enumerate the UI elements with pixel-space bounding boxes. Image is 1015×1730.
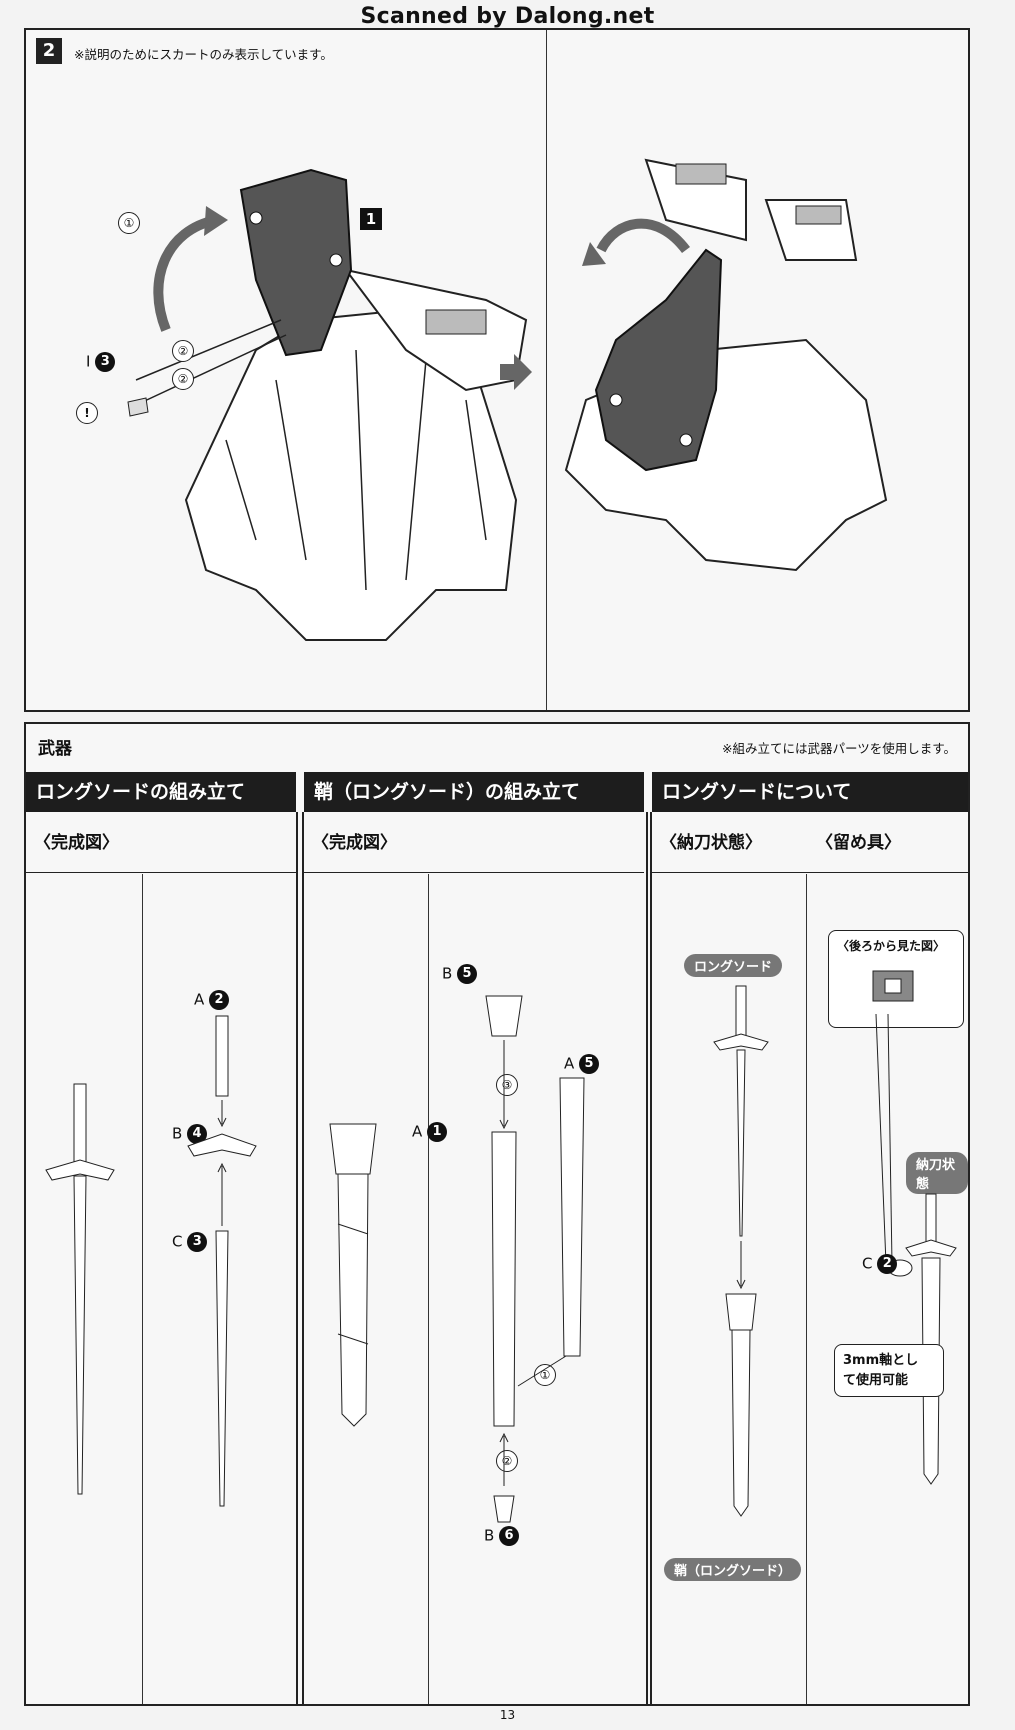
section-header-sheath: 鞘（ロングソード）の組み立て xyxy=(304,772,644,812)
column-longsword xyxy=(26,812,298,1704)
part-label-1: 1 xyxy=(360,208,382,230)
step-number: 2 xyxy=(36,38,62,64)
part-A2: A 2 xyxy=(194,990,230,1010)
step2-panel: 2 ※説明のためにスカートのみ表示しています。 ① 1 ② ② I 3 ! xyxy=(24,28,970,712)
warning-icon: ! xyxy=(76,402,98,424)
weapons-note: ※組み立てには武器パーツを使用します。 xyxy=(722,741,956,756)
sheath-step-2: ② xyxy=(496,1450,518,1472)
part-B4: B 4 xyxy=(172,1124,208,1144)
skirt-illustration-after xyxy=(564,158,888,572)
column-about xyxy=(650,812,970,1704)
pill-sheathed: 納刀状態 xyxy=(906,1152,968,1194)
part-A1: A 1 xyxy=(412,1122,448,1142)
sheath-complete-illustration xyxy=(329,1123,377,1427)
sheath-step-3: ③ xyxy=(496,1074,518,1096)
clip-note-callout: 3mm軸とし て使用可能 xyxy=(834,1344,944,1397)
subheader-rule-2 xyxy=(304,872,644,873)
longsword-complete-illustration xyxy=(45,1083,115,1495)
about-divider xyxy=(806,874,807,1704)
section-header-longsword: ロングソードの組み立て xyxy=(26,772,296,812)
page-number: 13 xyxy=(499,1708,516,1722)
watermark: Scanned by Dalong.net xyxy=(0,4,1015,29)
section-header-about: ロングソードについて xyxy=(652,772,968,812)
longsword-exploded-illustration xyxy=(187,1015,257,1507)
sheathed-sequence-illustration xyxy=(713,985,769,1517)
subtitle-clip: 〈留め具〉 xyxy=(816,833,901,853)
sheath-exploded-illustration xyxy=(485,995,585,1523)
step2-note: ※説明のためにスカートのみ表示しています。 xyxy=(74,47,333,62)
part-B6: B 6 xyxy=(484,1526,520,1546)
sheath-step-1: ① xyxy=(534,1364,556,1386)
step-circle-2a: ② xyxy=(172,340,194,362)
sheath-divider xyxy=(428,874,429,1704)
subtitle-longsword: 〈完成図〉 xyxy=(34,833,119,853)
clip-note-line2: て使用可能 xyxy=(843,1372,909,1388)
part-A5: A 5 xyxy=(564,1054,600,1074)
step-circle-2b: ② xyxy=(172,368,194,390)
step2-divider xyxy=(546,30,547,710)
pill-sheath: 鞘（ロングソード） xyxy=(664,1558,802,1581)
clip-note-line1: 3mm軸とし xyxy=(843,1353,919,1368)
pill-longsword: ロングソード xyxy=(684,954,783,977)
back-view-label: 〈後ろから見た図〉 xyxy=(837,939,946,953)
weapons-title: 武器 xyxy=(38,739,72,759)
part-C3: C 3 xyxy=(172,1232,208,1252)
subheader-rule-1 xyxy=(26,872,296,873)
subtitle-sheath: 〈完成図〉 xyxy=(312,833,397,853)
step-circle-1: ① xyxy=(118,212,140,234)
skirt-illustration-before xyxy=(127,168,528,641)
clip-sheathed-illustration xyxy=(875,1013,957,1485)
subtitle-sheathed: 〈納刀状態〉 xyxy=(660,833,762,853)
part-B5-top: B 5 xyxy=(442,964,478,984)
column-sheath xyxy=(302,812,648,1704)
clip-back-view-illustration xyxy=(872,970,914,1002)
longsword-divider xyxy=(142,874,143,1704)
back-view-callout: 〈後ろから見た図〉 xyxy=(828,930,964,1028)
part-C2: C 2 xyxy=(862,1254,898,1274)
subheader-rule-3 xyxy=(652,872,968,873)
part-I3: I 3 xyxy=(86,352,116,372)
next-arrow-icon xyxy=(500,354,532,390)
weapons-panel: 武器 ※組み立てには武器パーツを使用します。 ロングソードの組み立て 鞘（ロング… xyxy=(24,722,970,1706)
